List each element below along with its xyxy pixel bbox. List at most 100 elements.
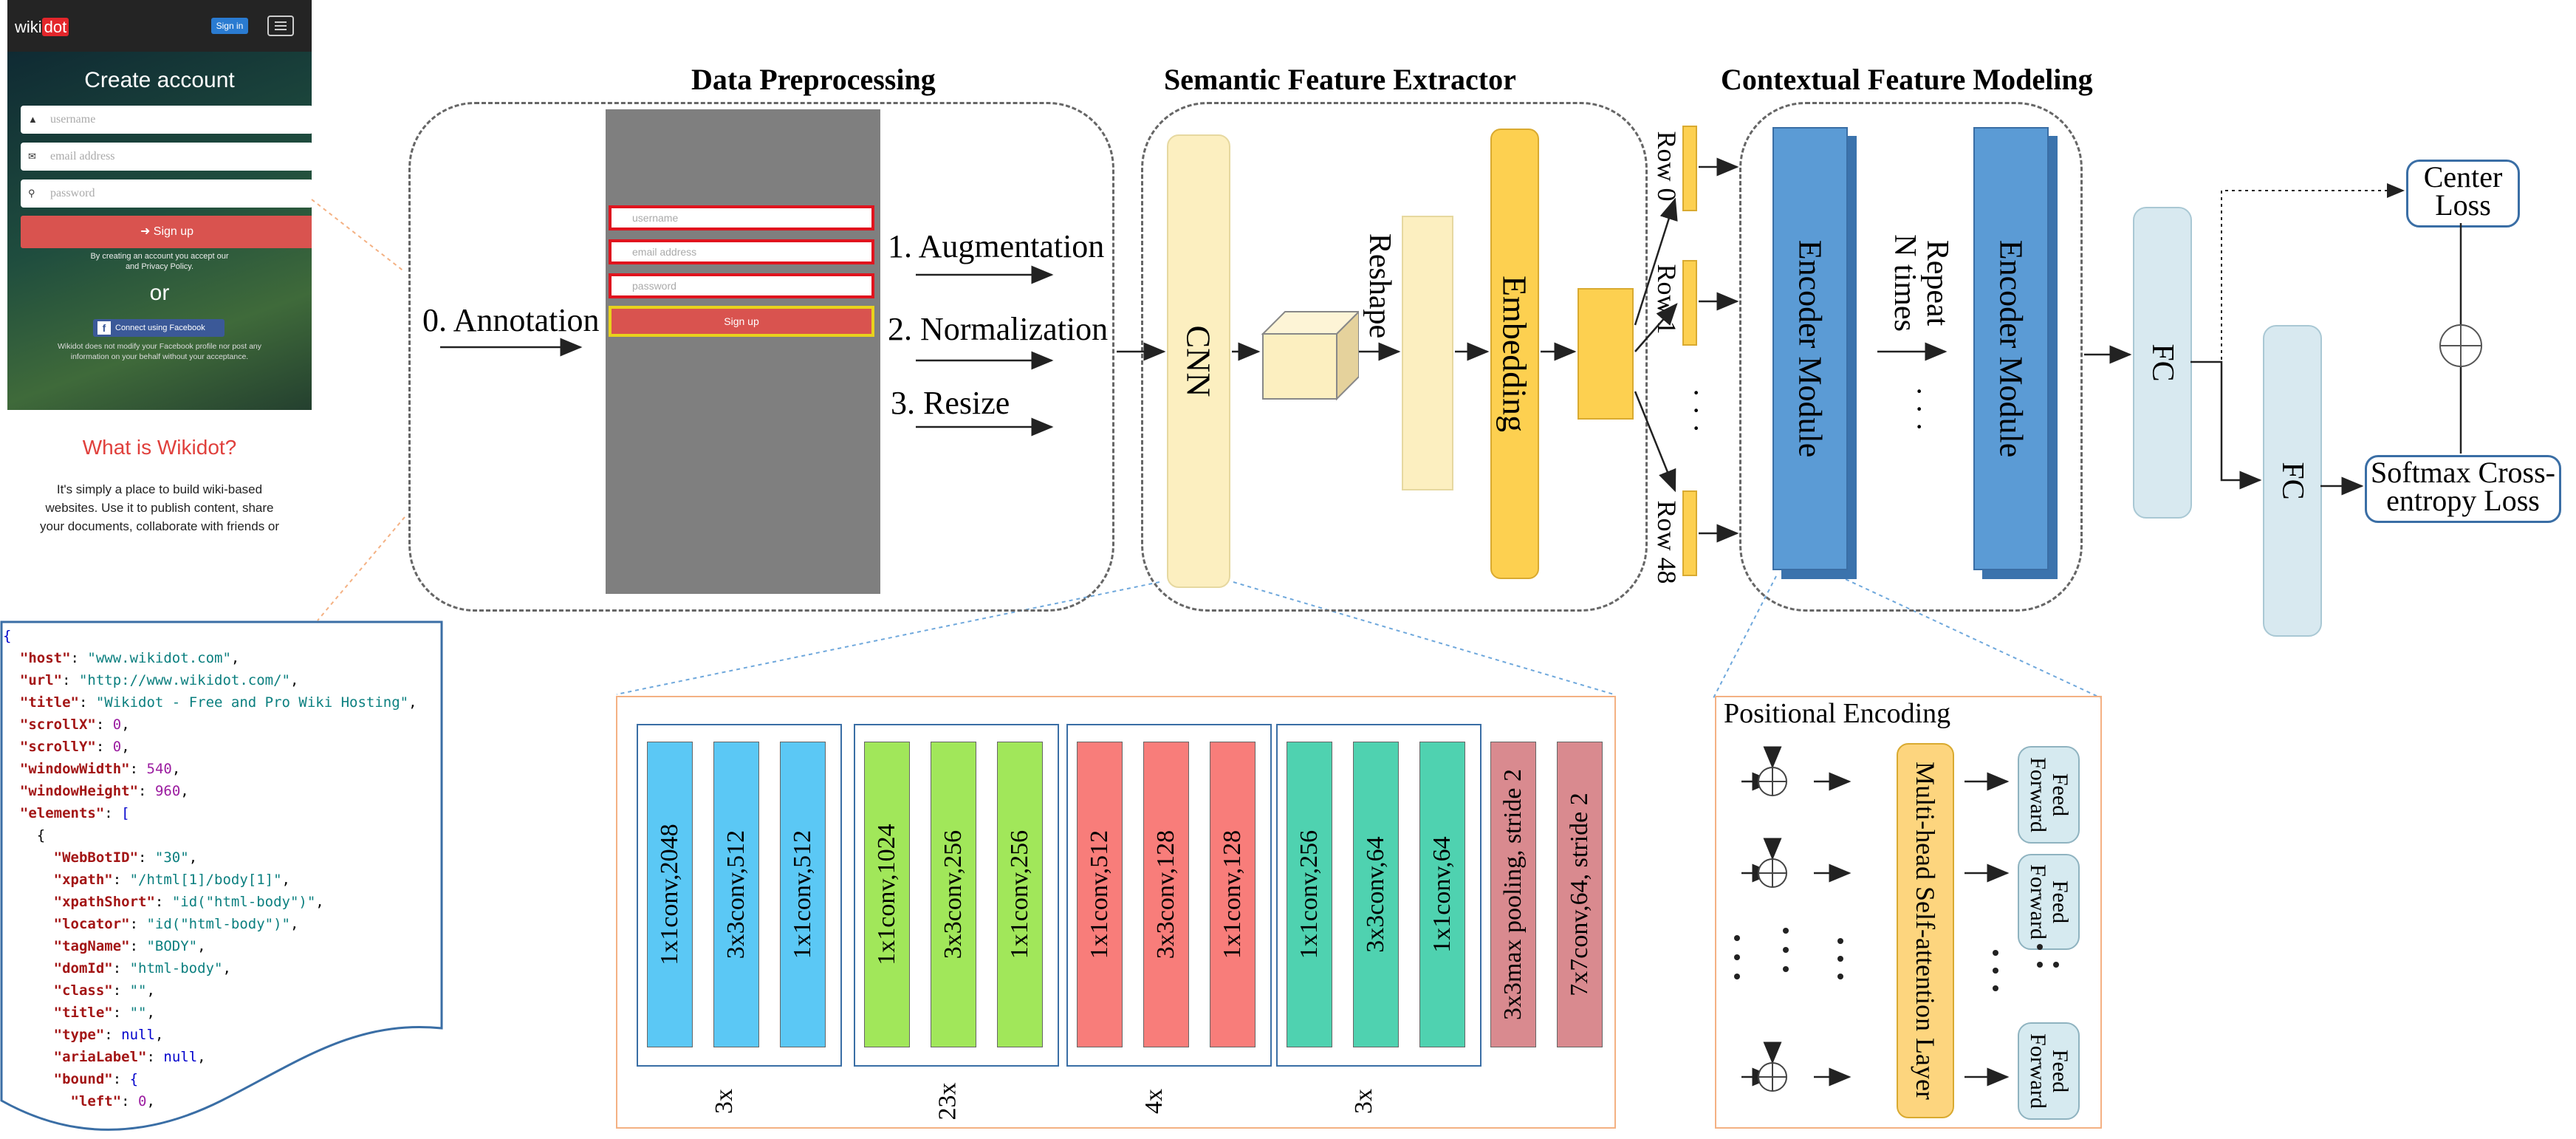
repeat-n-times-label: Repeat N times [1888,234,1954,332]
positional-encoding-title: Positional Encoding [1724,698,1951,729]
json-line: "type": null, [53,1027,164,1043]
sign-in-button[interactable]: Sign in [211,18,248,34]
softmax-loss-box: Softmax Cross- entropy Loss [2365,455,2561,523]
embedding-block: Embedding [1490,129,1539,579]
normalization-step: 2. Normalization [888,311,1109,347]
json-line: "ariaLabel": null, [53,1049,206,1065]
center-loss-box: Center Loss [2406,160,2520,228]
facebook-note: Wikidot does not modify your Facebook pr… [57,342,262,361]
json-line: { [36,827,46,844]
json-line: "windowWidth": 540, [19,761,181,777]
cnn-layer: 1x1conv,1024 [864,742,910,1047]
json-line: "url": "http://www.wikidot.com/", [19,672,299,688]
cnn-group-multiplier: 3x [1350,1089,1377,1114]
mock-username-box: username [609,205,874,230]
encoder-module-2-label: Encoder Module [1993,239,2029,458]
user-icon: ▲ [28,114,38,125]
json-line: "title": "", [53,1005,155,1021]
attention-layer: Multi-head Self-attention Layer [1897,743,1954,1118]
mock-email-box: email address [609,239,874,264]
email-field[interactable]: ✉email address [21,143,312,171]
fc-layer-2: FC [2263,325,2322,637]
stem-conv-layer: 7x7conv,64, stride 2 [1557,742,1603,1047]
json-line: "windowHeight": 960, [19,783,189,799]
sign-up-button[interactable]: ➜ Sign up [21,216,312,248]
username-field[interactable]: ▲username [21,106,312,134]
terms-text: By creating an account you accept our an… [90,252,229,271]
encoder-detail-panel [1715,696,2102,1129]
fc-layer-1: FC [2133,207,2192,519]
json-line: "xpathShort": "id("html-body")", [53,894,324,910]
cnn-layer: 1x1conv,256 [1287,742,1332,1047]
cnn-layer: 3x3conv,128 [1143,742,1189,1047]
row-48-token [1682,490,1697,576]
row-ellipsis: ··· [1691,376,1702,445]
json-line: "WebBotID": "30", [53,849,198,866]
max-pool-layer: 3x3max pooling, stride 2 [1490,742,1536,1047]
hamburger-menu-icon[interactable] [267,16,294,36]
json-line: "locator": "id("html-body")", [53,916,299,932]
cnn-layer: 1x1conv,512 [780,742,826,1047]
extractor-region [1141,102,1648,612]
json-document: { "host": "www.wikidot.com", "url": "htt… [3,625,446,1112]
cnn-layer: 3x3conv,64 [1353,742,1399,1047]
json-line: "class": "", [53,982,155,999]
what-is-wikidot-heading: What is Wikidot? [82,436,237,459]
embedding-label: Embedding [1496,275,1534,433]
mock-password-box: password [609,273,874,298]
contextual-region [1739,102,2083,612]
facebook-connect-button[interactable]: f Connect using Facebook [93,319,225,337]
json-line: "bound": { [53,1071,139,1087]
row-1-label: Row 1 [1652,264,1682,335]
key-icon: ⚲ [28,188,35,199]
envelope-icon: ✉ [28,151,36,162]
contextual-feature-modeling-title: Contextual Feature Modeling [1721,63,2093,96]
cnn-layer: 1x1conv,2048 [647,742,693,1047]
json-line: "xpath": "/html[1]/body[1]", [53,872,290,888]
json-document-shape [0,620,443,1131]
feature-cube [1261,310,1359,401]
logo-wiki-text: wiki [15,18,42,36]
json-open-brace: { [3,628,12,644]
cnn-layer: 3x3conv,256 [931,742,976,1047]
semantic-feature-extractor-title: Semantic Feature Extractor [1164,63,1516,96]
encoder-ellipsis: ··· [1914,374,1925,443]
json-line: "scrollX": 0, [19,716,130,733]
cnn-layer: 1x1conv,128 [1210,742,1256,1047]
json-line: "domId": "html-body", [53,960,231,976]
annotated-screenshot: username email address password Sign up [606,109,880,594]
embedding-output [1578,288,1634,420]
create-account-title: Create account [84,68,235,92]
cnn-layer: 1x1conv,64 [1419,742,1465,1047]
encoder-module-2: Encoder Module [1973,127,2058,579]
json-line: "tagName": "BODY", [53,938,206,954]
row-0-label: Row 0 [1652,131,1682,202]
cnn-group-multiplier: 23x [934,1082,962,1121]
json-line: "left": 0, [70,1093,155,1109]
cnn-layer: 1x1conv,256 [997,742,1043,1047]
preprocessing-region [408,102,1114,612]
encoder-module-1-label: Encoder Module [1792,239,1829,458]
cnn-block: CNN [1167,134,1230,588]
json-line: "elements": [ [19,805,130,821]
cnn-layer: 3x3conv,512 [713,742,759,1047]
cnn-layer: 1x1conv,512 [1077,742,1123,1047]
cnn-group-multiplier: 4x [1140,1089,1168,1114]
augmentation-step: 1. Augmentation [888,228,1105,264]
cnn-label: CNN [1179,325,1218,397]
annotation-label: 0. Annotation [422,302,600,338]
resize-step: 3. Resize [891,385,1010,421]
data-preprocessing-title: Data Preprocessing [691,63,936,96]
cnn-detail-panel [616,696,1616,1129]
reshape-label: Reshape [1363,233,1397,339]
reshaped-vector [1402,216,1453,490]
row-0-token [1682,126,1697,211]
logo-dot-text: dot [41,18,69,36]
password-field[interactable]: ⚲password [21,179,312,208]
